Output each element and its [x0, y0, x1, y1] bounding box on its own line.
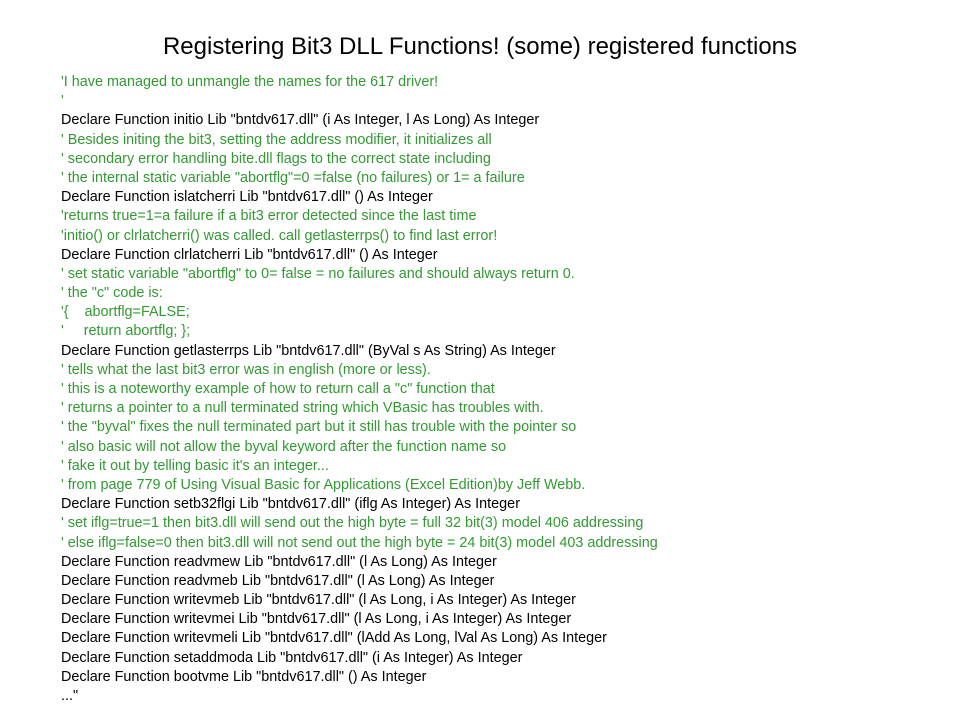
comment-line: ' the "byval" fixes the null terminated …: [61, 419, 577, 436]
code-line: Declare Function readvmeb Lib "bntdv617.…: [61, 572, 495, 589]
comment-line: '{ abortflg=FALSE;: [61, 304, 190, 321]
comment-line: ': [61, 93, 64, 110]
code-line: Declare Function initio Lib "bntdv617.dl…: [61, 112, 540, 129]
comment-line: ' return abortflg; };: [61, 323, 191, 340]
code-block: 'I have managed to unmangle the names fo…: [61, 73, 941, 706]
code-line: Declare Function setb32flgi Lib "bntdv61…: [61, 496, 520, 513]
comment-line: ' secondary error handling bite.dll flag…: [61, 150, 491, 167]
code-line: Declare Function getlasterrps Lib "bntdv…: [61, 342, 556, 359]
comment-line: ' the internal static variable "abortflg…: [61, 169, 525, 186]
slide-title: Registering Bit3 DLL Functions! (some) r…: [162, 33, 798, 60]
comment-line: 'initio() or clrlatcherri() was called. …: [61, 227, 498, 244]
comment-line: 'returns true=1=a failure if a bit3 erro…: [61, 208, 477, 225]
code-line: Declare Function bootvme Lib "bntdv617.d…: [61, 668, 427, 685]
comment-line: ' from page 779 of Using Visual Basic fo…: [61, 476, 586, 493]
code-line: Declare Function islatcherri Lib "bntdv6…: [61, 189, 433, 206]
comment-line: ' this is a noteworthy example of how to…: [61, 381, 495, 397]
code-line: Declare Function writevmei Lib "bntdv617…: [61, 611, 572, 628]
code-line: Declare Function setaddmoda Lib "bntdv61…: [61, 649, 523, 666]
code-line: Declare Function readvmew Lib "bntdv617.…: [61, 553, 497, 570]
comment-line: ' returns a pointer to a null terminated…: [61, 400, 544, 417]
comment-line: 'I have managed to unmangle the names fo…: [61, 74, 439, 90]
comment-line: ' Besides initing the bit3, setting the …: [61, 131, 492, 148]
comment-line: ' set iflg=true=1 then bit3.dll will sen…: [61, 515, 644, 532]
code-line: Declare Function writevmeb Lib "bntdv617…: [61, 592, 576, 609]
code-line: ...": [61, 688, 79, 704]
code-line: Declare Function clrlatcherri Lib "bntdv…: [61, 246, 438, 263]
comment-line: ' tells what the last bit3 error was in …: [61, 361, 431, 378]
comment-line: ' else iflg=false=0 then bit3.dll will n…: [61, 534, 658, 551]
comment-line: ' the "c" code is:: [61, 285, 163, 302]
code-line: Declare Function writevmeli Lib "bntdv61…: [61, 630, 607, 647]
comment-line: ' fake it out by telling basic it's an i…: [61, 457, 329, 474]
comment-line: ' also basic will not allow the byval ke…: [61, 438, 507, 455]
comment-line: ' set static variable "abortflg" to 0= f…: [61, 265, 575, 282]
